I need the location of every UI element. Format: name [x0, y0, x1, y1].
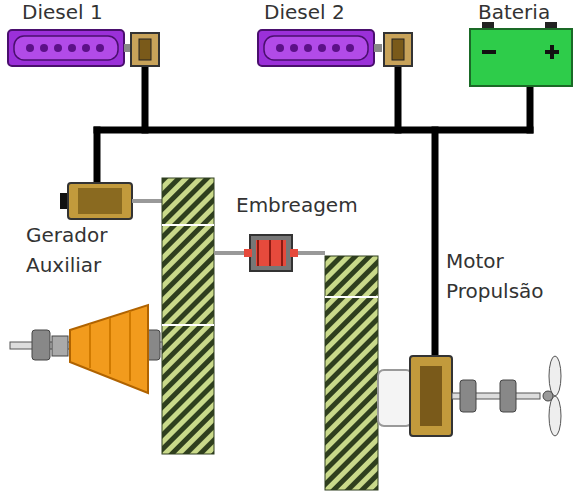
component-label: Motor Propulsão — [446, 246, 566, 306]
diesel-engine — [258, 30, 412, 66]
auxiliary-generator — [60, 183, 162, 219]
gearbox — [162, 178, 378, 490]
component-label: Embreagem — [236, 190, 356, 220]
diesel-engine — [8, 30, 159, 66]
component-label: Diesel 1 — [22, 0, 142, 27]
battery — [470, 22, 572, 86]
clutch — [214, 235, 325, 271]
output-shaft — [10, 305, 162, 393]
propulsion-motor — [378, 356, 561, 436]
component-label: Bateria — [478, 0, 578, 27]
component-label: Gerador Auxiliar — [26, 220, 136, 280]
component-label: Diesel 2 — [264, 0, 384, 27]
